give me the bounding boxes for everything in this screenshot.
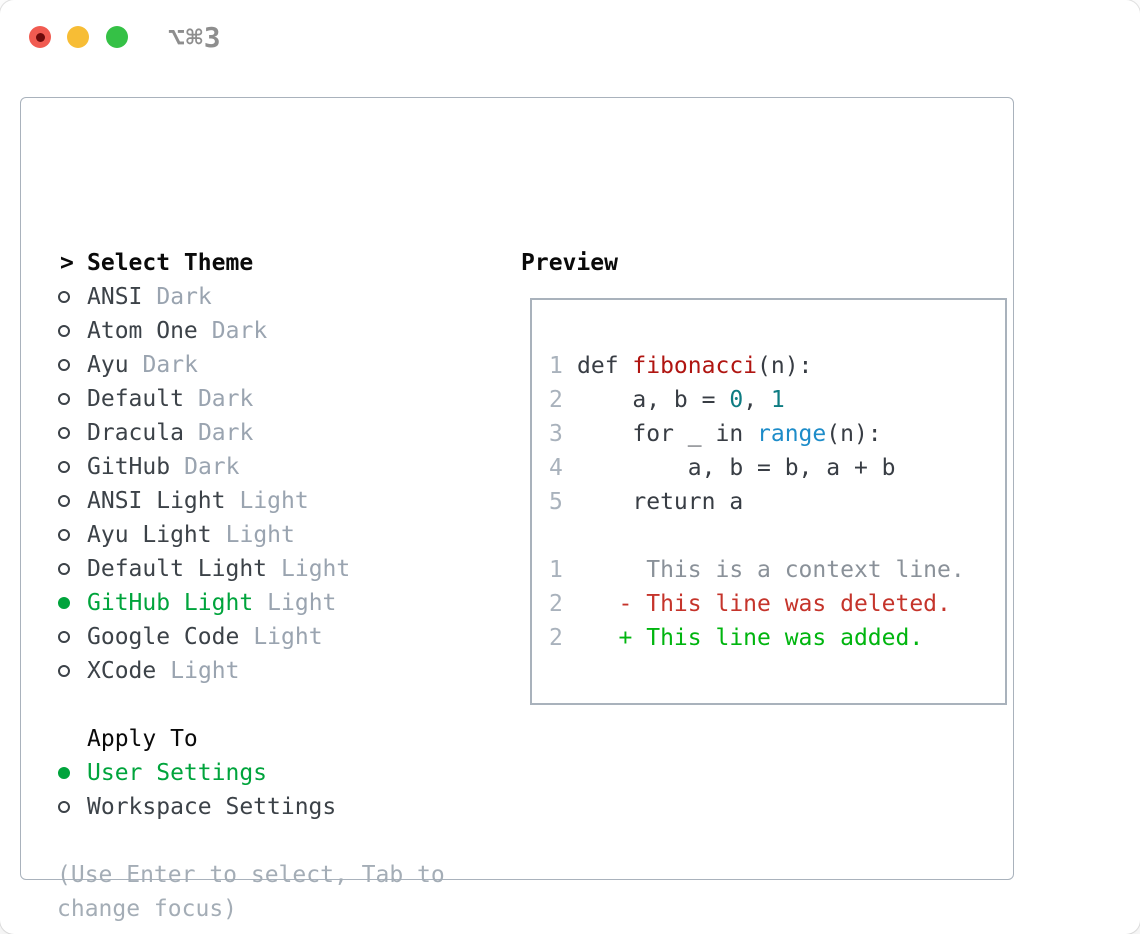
theme-variant-tag: Light bbox=[267, 590, 337, 616]
theme-variant-tag: Dark bbox=[211, 318, 268, 344]
radio-icon bbox=[57, 427, 87, 439]
theme-variant-tag: Light bbox=[281, 556, 351, 582]
radio-icon bbox=[57, 325, 87, 337]
theme-variant-tag: Dark bbox=[184, 454, 240, 480]
line-number: 1 bbox=[549, 353, 563, 379]
code-blank-line bbox=[549, 519, 1005, 553]
theme-name: Default bbox=[87, 386, 184, 412]
zoom-button[interactable] bbox=[106, 26, 128, 48]
theme-variant-tag: Light bbox=[225, 522, 295, 548]
theme-variant-tag: Light bbox=[239, 488, 309, 514]
theme-option-atom-one[interactable]: Atom One Dark bbox=[57, 314, 481, 348]
theme-option-google-code[interactable]: Google Code Light bbox=[57, 620, 481, 654]
apply-option-label: User Settings bbox=[87, 760, 268, 786]
theme-variant-tag: Dark bbox=[197, 386, 254, 412]
spacer bbox=[57, 824, 481, 858]
theme-option-ayu[interactable]: Ayu Dark bbox=[57, 348, 481, 382]
code-line: 2 + This line was added. bbox=[549, 625, 924, 651]
radio-selected-icon bbox=[57, 767, 87, 779]
line-number: 3 bbox=[549, 421, 563, 447]
radio-icon bbox=[57, 563, 87, 575]
code-line: 5 return a bbox=[549, 489, 744, 515]
radio-icon bbox=[57, 631, 87, 643]
line-number: 5 bbox=[549, 489, 563, 515]
radio-icon bbox=[57, 291, 87, 303]
radio-selected-icon bbox=[57, 597, 87, 609]
theme-option-ansi-light[interactable]: ANSI Light Light bbox=[57, 484, 481, 518]
radio-icon bbox=[57, 801, 87, 813]
line-number: 2 bbox=[549, 591, 563, 617]
theme-variant-tag: Dark bbox=[142, 352, 198, 378]
code-line: 2 - This line was deleted. bbox=[549, 591, 951, 617]
theme-variant-tag: Light bbox=[253, 624, 323, 650]
theme-variant-tag: Light bbox=[170, 658, 240, 684]
radio-icon bbox=[57, 359, 87, 371]
close-button[interactable] bbox=[29, 26, 51, 48]
line-number: 2 bbox=[549, 387, 563, 413]
minimize-button[interactable] bbox=[67, 26, 89, 48]
apply-option-user-settings[interactable]: User Settings bbox=[57, 756, 481, 790]
theme-name: ANSI Light bbox=[87, 488, 226, 514]
theme-option-ansi[interactable]: ANSI Dark bbox=[57, 280, 481, 314]
hint-text: (Use Enter to select, Tab to change focu… bbox=[57, 862, 445, 922]
theme-variant-tag: Dark bbox=[197, 420, 254, 446]
theme-option-default[interactable]: Default Dark bbox=[57, 382, 481, 416]
line-number: 1 bbox=[549, 557, 563, 583]
select-theme-header: > Select Theme bbox=[57, 246, 481, 280]
theme-name: GitHub Light bbox=[87, 590, 254, 616]
theme-option-dracula[interactable]: Dracula Dark bbox=[57, 416, 481, 450]
line-number: 2 bbox=[549, 625, 563, 651]
spacer bbox=[57, 688, 481, 722]
preview-title: Preview bbox=[521, 250, 618, 276]
theme-variant-tag: Dark bbox=[156, 284, 212, 310]
theme-option-xcode[interactable]: XCode Light bbox=[57, 654, 481, 688]
theme-name: Default Light bbox=[87, 556, 268, 582]
code-line: 2 a, b = 0, 1 bbox=[549, 387, 785, 413]
radio-icon bbox=[57, 461, 87, 473]
select-theme-title: Select Theme bbox=[87, 250, 254, 276]
theme-option-github[interactable]: GitHub Dark bbox=[57, 450, 481, 484]
radio-icon bbox=[57, 665, 87, 677]
apply-option-label: Workspace Settings bbox=[87, 794, 337, 820]
apply-option-workspace-settings[interactable]: Workspace Settings bbox=[57, 790, 481, 824]
theme-option-github-light[interactable]: GitHub Light Light bbox=[57, 586, 481, 620]
close-dot-icon bbox=[35, 32, 45, 42]
theme-name: Dracula bbox=[87, 420, 184, 446]
code-line: 4 a, b = b, a + b bbox=[549, 455, 896, 481]
theme-option-ayu-light[interactable]: Ayu Light Light bbox=[57, 518, 481, 552]
apply-to-header: Apply To bbox=[57, 722, 481, 756]
theme-name: XCode bbox=[87, 658, 157, 684]
line-number: 4 bbox=[549, 455, 563, 481]
theme-name: Google Code bbox=[87, 624, 240, 650]
theme-name: Atom One bbox=[87, 318, 198, 344]
theme-name: GitHub bbox=[87, 454, 171, 480]
code-line: 1 This is a context line. bbox=[549, 557, 965, 583]
theme-name: ANSI bbox=[87, 284, 143, 310]
radio-icon bbox=[57, 495, 87, 507]
radio-icon bbox=[57, 529, 87, 541]
theme-name: Ayu bbox=[87, 352, 129, 378]
window-title: ⌥⌘3 bbox=[168, 21, 222, 54]
code-line: 3 for _ in range(n): bbox=[549, 421, 882, 447]
radio-icon bbox=[57, 393, 87, 405]
theme-option-default-light[interactable]: Default Light Light bbox=[57, 552, 481, 586]
theme-name: Ayu Light bbox=[87, 522, 212, 548]
prompt-caret-icon: > bbox=[60, 250, 74, 276]
apply-to-title: Apply To bbox=[87, 726, 198, 752]
